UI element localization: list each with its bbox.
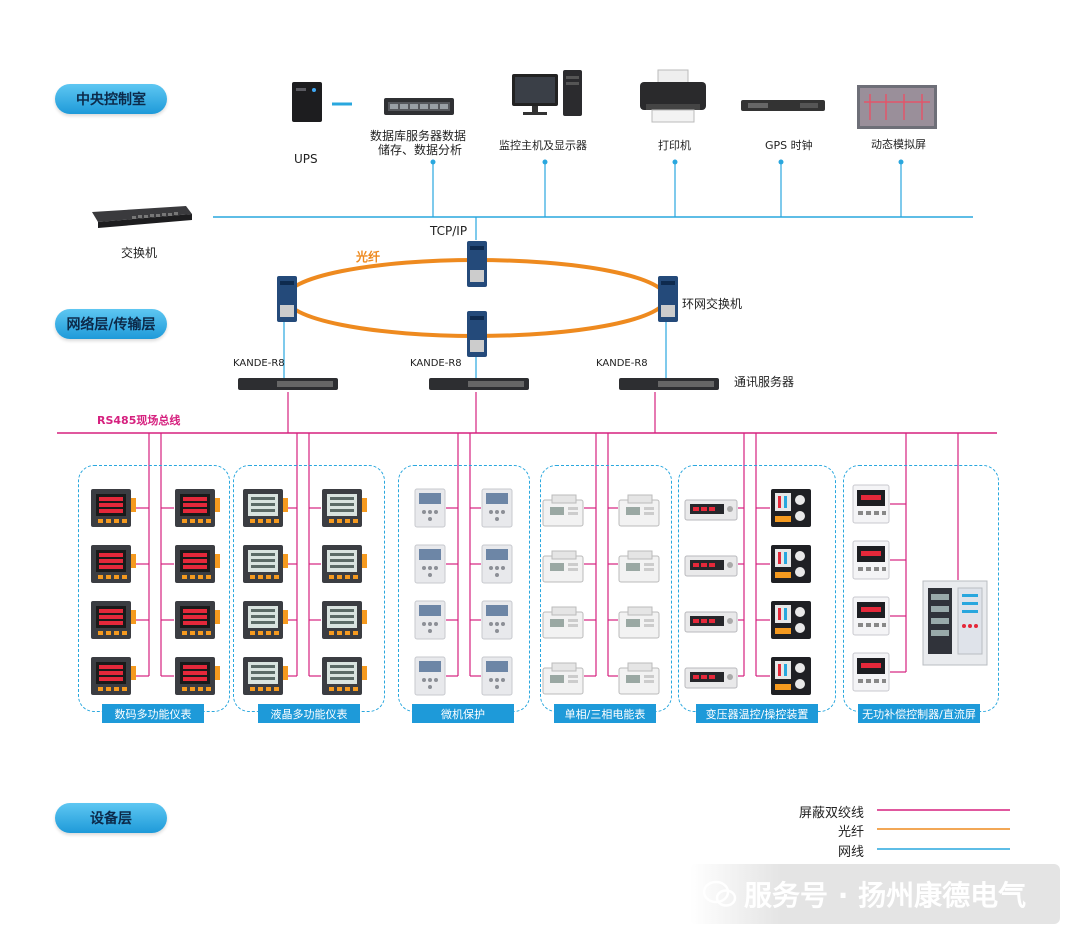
switch-icon [92, 206, 192, 228]
server-model-label: KANDE-R8 [596, 358, 648, 369]
energy-meter-icon [542, 494, 584, 528]
db-server-label-line1: 数据库服务器数据 [370, 129, 467, 143]
comm-server-icon [429, 378, 529, 390]
watermark-text: 服务号 · 扬州康德电气 [744, 879, 1027, 912]
comm-server-label: 通讯服务器 [734, 375, 795, 389]
lcd-meter-icon [242, 544, 288, 584]
energy-meter-icon [618, 494, 660, 528]
monitor-host-label: 监控主机及显示器 [499, 139, 587, 152]
ring-switch-icon [658, 276, 678, 322]
digital-meter-icon [174, 656, 220, 696]
watermark: 服务号 · 扬州康德电气 [690, 864, 1060, 924]
lcd-meter-icon [321, 656, 367, 696]
dc-panel-icon [922, 580, 988, 666]
protection-relay-icon [481, 544, 513, 584]
digital-meter-icon [90, 656, 136, 696]
server-model-label: KANDE-R8 [410, 358, 462, 369]
db-server-label-line2: 储存、数据分析 [378, 143, 463, 157]
comm-server-icon [238, 378, 338, 390]
database-server-icon [384, 98, 454, 115]
group-caption: 数码多功能仪表 [102, 704, 204, 723]
tcp-ip-label: TCP/IP [430, 224, 468, 238]
monitor-host-icon [512, 70, 582, 116]
printer-label: 打印机 [658, 139, 691, 152]
legend-fiber: 光纤 [837, 825, 864, 840]
digital-meter-icon [174, 488, 220, 528]
ring-switch-label: 环网交换机 [682, 297, 743, 311]
protection-relay-icon [414, 656, 446, 696]
digital-meter-icon [174, 544, 220, 584]
transformer-temp-controller-icon [684, 550, 738, 578]
printer-icon [640, 69, 706, 123]
digital-meter-icon [90, 488, 136, 528]
group-caption: 变压器温控/操控装置 [696, 704, 818, 723]
energy-meter-icon [618, 606, 660, 640]
wechat-icon [702, 880, 737, 907]
energy-meter-icon [618, 550, 660, 584]
ring-switch-icon [467, 311, 487, 357]
switchgear-controller-icon [770, 544, 812, 584]
digital-meter-icon [90, 600, 136, 640]
switchgear-controller-icon [770, 488, 812, 528]
switchgear-controller-icon [770, 600, 812, 640]
energy-meter-icon [618, 662, 660, 696]
transformer-temp-controller-icon [684, 494, 738, 522]
reactive-compensation-controller-icon [852, 596, 890, 636]
digital-meter-icon [174, 600, 220, 640]
lcd-meter-icon [321, 544, 367, 584]
lcd-meter-icon [242, 488, 288, 528]
layer-pill-device: 设备层 [55, 803, 167, 833]
lcd-meter-icon [321, 488, 367, 528]
reactive-compensation-controller-icon [852, 540, 890, 580]
ring-switch-icon [467, 241, 487, 287]
group-caption: 无功补偿控制器/直流屏 [858, 704, 980, 723]
group-caption: 微机保护 [412, 704, 514, 723]
protection-relay-icon [481, 600, 513, 640]
energy-meter-icon [542, 606, 584, 640]
protection-relay-icon [481, 488, 513, 528]
lcd-meter-icon [321, 600, 367, 640]
ups-label: UPS [294, 152, 318, 166]
gps-clock-icon [741, 100, 825, 111]
energy-meter-icon [542, 550, 584, 584]
ring-switch-icon [277, 276, 297, 322]
lcd-meter-icon [242, 656, 288, 696]
protection-relay-icon [414, 600, 446, 640]
energy-meter-icon [542, 662, 584, 696]
transformer-temp-controller-icon [684, 606, 738, 634]
group-caption: 液晶多功能仪表 [258, 704, 360, 723]
switch-label: 交换机 [121, 246, 158, 260]
server-model-label: KANDE-R8 [233, 358, 285, 369]
digital-meter-icon [90, 544, 136, 584]
legend-network-cable: 网线 [837, 845, 864, 860]
protection-relay-icon [481, 656, 513, 696]
legend-shielded-twisted-pair: 屏蔽双绞线 [798, 806, 864, 821]
simulation-screen-icon [857, 85, 937, 129]
simulation-screen-label: 动态模拟屏 [871, 138, 926, 151]
ups-icon [292, 82, 322, 122]
lcd-meter-icon [242, 600, 288, 640]
protection-relay-icon [414, 544, 446, 584]
switchgear-controller-icon [770, 656, 812, 696]
group-caption: 单相/三相电能表 [554, 704, 656, 723]
rs485-bus-label: RS485现场总线 [97, 414, 181, 427]
layer-pill-control-room: 中央控制室 [55, 84, 167, 114]
layer-pill-network: 网络层/传输层 [55, 309, 167, 339]
gps-clock-label: GPS 时钟 [765, 139, 813, 152]
reactive-compensation-controller-icon [852, 484, 890, 524]
protection-relay-icon [414, 488, 446, 528]
reactive-compensation-controller-icon [852, 652, 890, 692]
comm-server-icon [619, 378, 719, 390]
fiber-ring-label: 光纤 [356, 250, 381, 264]
transformer-temp-controller-icon [684, 662, 738, 690]
